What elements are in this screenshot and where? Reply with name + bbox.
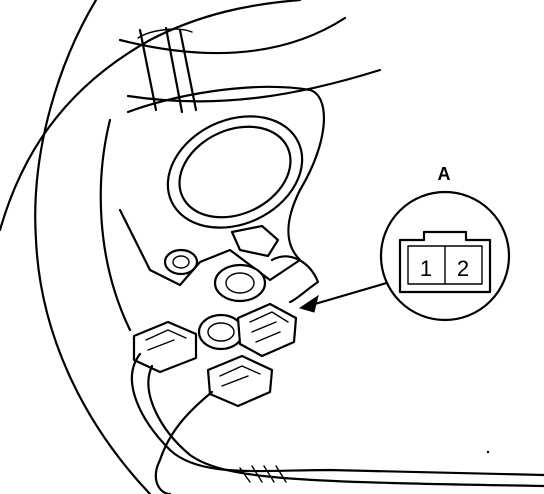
left-wire-connector [132, 320, 198, 374]
callout-leader-line [306, 280, 392, 308]
wire-harness-c [154, 390, 214, 494]
pin-label-1: 1 [420, 256, 432, 281]
callout-arrowhead [298, 294, 319, 313]
connector-face [398, 230, 492, 294]
pin-label-2: 2 [457, 256, 469, 281]
intake-body [118, 85, 325, 287]
intake-port-outer [166, 115, 304, 229]
wire-harness-a [130, 352, 544, 477]
intake-port-inner [178, 125, 292, 219]
housing-inner-curve [99, 118, 132, 332]
wire-harness-b [147, 364, 544, 488]
callout-label: A [438, 164, 451, 184]
mount-boss [163, 248, 199, 276]
sensor-connector [236, 302, 298, 358]
lower-wire-connector [206, 354, 274, 408]
housing-outline [0, 0, 302, 494]
